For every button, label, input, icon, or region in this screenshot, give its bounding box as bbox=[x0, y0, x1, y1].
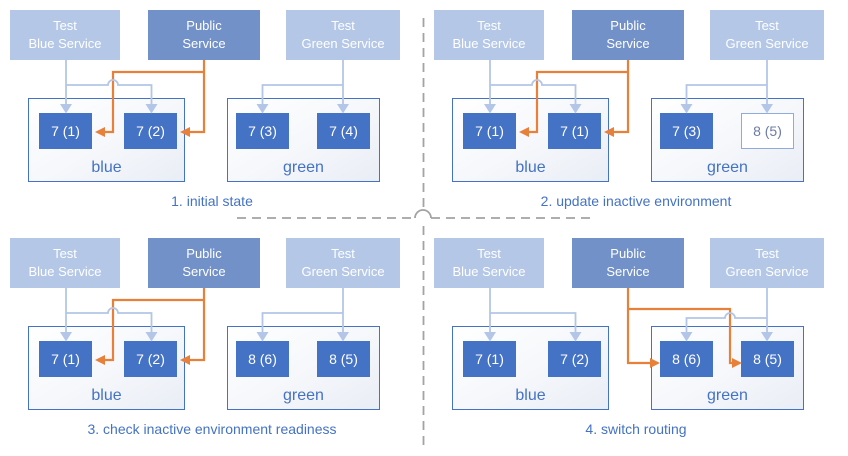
public-service-box: Public Service bbox=[572, 10, 684, 60]
service-label-line: Test bbox=[477, 18, 501, 34]
service-label-line: Test bbox=[53, 246, 77, 262]
deployment-node: 7 (4) bbox=[317, 113, 370, 149]
blue-environment-box: 7 (1) 7 (2) blue bbox=[28, 326, 185, 410]
service-label-line: Service bbox=[606, 36, 650, 51]
environment-label: blue bbox=[91, 387, 122, 404]
deployment-node: 7 (1) bbox=[39, 341, 92, 377]
service-label-line: Green Service bbox=[725, 36, 809, 51]
test-green-service-box: Test Green Service bbox=[710, 10, 824, 60]
deployment-node: 7 (3) bbox=[236, 113, 289, 149]
service-label-line: Green Service bbox=[301, 264, 385, 279]
panel-3-check-inactive-environment-readiness: Test Blue Service Public Service Test Gr… bbox=[0, 228, 424, 456]
green-environment-box: 8 (6) 8 (5) green bbox=[227, 326, 380, 410]
green-environment-box: 7 (3) 7 (4) green bbox=[227, 98, 380, 182]
deployment-node: 7 (2) bbox=[124, 341, 177, 377]
service-label-line: Blue Service bbox=[452, 264, 526, 279]
public-service-box: Public Service bbox=[148, 10, 260, 60]
test-green-service-box: Test Green Service bbox=[710, 238, 824, 288]
deployment-node: 8 (5) bbox=[741, 113, 794, 149]
service-label-line: Blue Service bbox=[452, 36, 526, 51]
panel-2-update-inactive-environment: Test Blue Service Public Service Test Gr… bbox=[424, 0, 848, 228]
environment-label: blue bbox=[515, 159, 546, 176]
test-blue-service-box: Test Blue Service bbox=[434, 10, 544, 60]
environment-label: green bbox=[283, 387, 324, 404]
blue-environment-box: 7 (1) 7 (1) blue bbox=[452, 98, 609, 182]
service-label-line: Green Service bbox=[301, 36, 385, 51]
service-label-line: Public bbox=[186, 246, 222, 262]
environment-label: blue bbox=[91, 159, 122, 176]
deployment-node: 8 (5) bbox=[317, 341, 370, 377]
environment-label: green bbox=[283, 159, 324, 176]
deployment-node: 7 (1) bbox=[548, 113, 601, 149]
service-label-line: Public bbox=[610, 18, 646, 34]
panel-caption: 1. initial state bbox=[171, 193, 253, 209]
public-service-box: Public Service bbox=[572, 238, 684, 288]
panel-4-switch-routing: Test Blue Service Public Service Test Gr… bbox=[424, 228, 848, 456]
test-blue-service-box: Test Blue Service bbox=[10, 238, 120, 288]
service-label-line: Test bbox=[331, 18, 355, 34]
deployment-node: 7 (2) bbox=[124, 113, 177, 149]
blue-environment-box: 7 (1) 7 (2) blue bbox=[28, 98, 185, 182]
environment-label: blue bbox=[515, 387, 546, 404]
deployment-node: 7 (1) bbox=[463, 341, 516, 377]
deployment-node: 8 (5) bbox=[741, 341, 794, 377]
blue-environment-box: 7 (1) 7 (2) blue bbox=[452, 326, 609, 410]
public-service-box: Public Service bbox=[148, 238, 260, 288]
deployment-node: 8 (6) bbox=[660, 341, 713, 377]
panel-1-initial-state: Test Blue Service Public Service Test Gr… bbox=[0, 0, 424, 228]
green-environment-box: 7 (3) 8 (5) green bbox=[651, 98, 804, 182]
service-label-line: Test bbox=[755, 246, 779, 262]
environment-label: green bbox=[707, 387, 748, 404]
green-environment-box: 8 (6) 8 (5) green bbox=[651, 326, 804, 410]
test-blue-service-box: Test Blue Service bbox=[10, 10, 120, 60]
service-label-line: Service bbox=[182, 264, 226, 279]
panel-caption: 3. check inactive environment readiness bbox=[87, 421, 337, 437]
deployment-node: 7 (3) bbox=[660, 113, 713, 149]
service-label-line: Test bbox=[477, 246, 501, 262]
service-label-line: Public bbox=[610, 246, 646, 262]
service-label-line: Test bbox=[755, 18, 779, 34]
service-label-line: Test bbox=[53, 18, 77, 34]
service-label-line: Green Service bbox=[725, 264, 809, 279]
service-label-line: Blue Service bbox=[28, 264, 102, 279]
service-label-line: Service bbox=[606, 264, 650, 279]
deployment-node: 7 (1) bbox=[39, 113, 92, 149]
environment-label: green bbox=[707, 159, 748, 176]
service-label-line: Blue Service bbox=[28, 36, 102, 51]
panel-caption: 2. update inactive environment bbox=[540, 193, 732, 209]
deployment-node: 8 (6) bbox=[236, 341, 289, 377]
deployment-node: 7 (1) bbox=[463, 113, 516, 149]
test-blue-service-box: Test Blue Service bbox=[434, 238, 544, 288]
panel-caption: 4. switch routing bbox=[585, 421, 687, 437]
test-green-service-box: Test Green Service bbox=[286, 10, 400, 60]
service-label-line: Test bbox=[331, 246, 355, 262]
service-label-line: Public bbox=[186, 18, 222, 34]
service-label-line: Service bbox=[182, 36, 226, 51]
test-green-service-box: Test Green Service bbox=[286, 238, 400, 288]
deployment-node: 7 (2) bbox=[548, 341, 601, 377]
